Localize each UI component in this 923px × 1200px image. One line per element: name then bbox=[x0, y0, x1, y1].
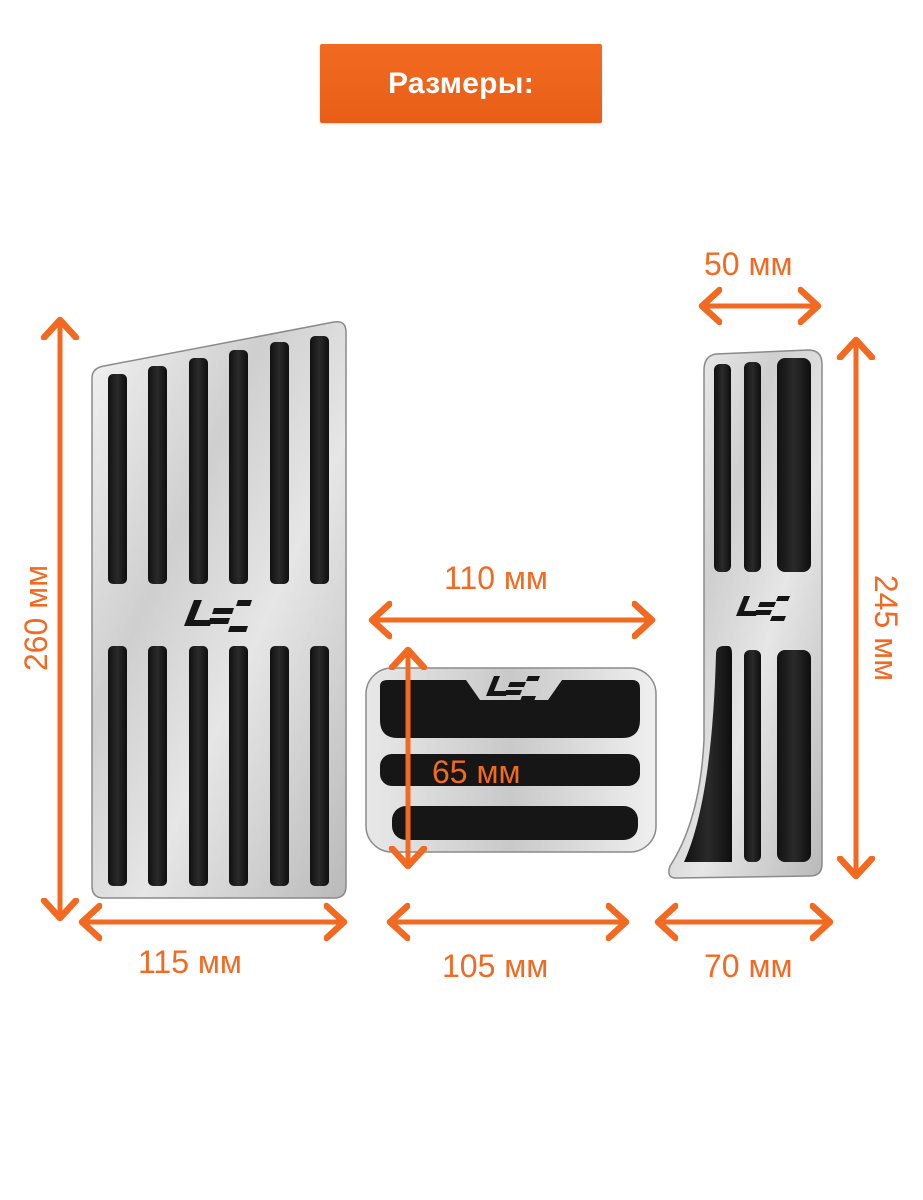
middle-pedal-top-width-label: 110 мм bbox=[444, 560, 548, 596]
title-banner: Размеры: bbox=[320, 44, 602, 123]
right-pedal-bottom-width-label: 70 мм bbox=[704, 948, 793, 984]
brand-logo-icon bbox=[486, 676, 540, 701]
left-pedal bbox=[91, 320, 347, 899]
right-pedal-top-width-label: 50 мм bbox=[704, 246, 793, 282]
middle-pedal-bottom-width-label: 105 мм bbox=[442, 948, 549, 984]
brand-logo-icon bbox=[184, 600, 252, 632]
left-pedal-height-label: 260 мм bbox=[18, 564, 54, 672]
right-pedal-height-label: 245 мм bbox=[868, 574, 904, 682]
middle-pedal-height-label: 65 мм bbox=[432, 754, 521, 790]
brand-logo-icon bbox=[736, 596, 790, 621]
left-pedal-width-label: 115 мм bbox=[138, 944, 242, 980]
title-text: Размеры: bbox=[387, 66, 535, 100]
right-pedal bbox=[668, 349, 823, 879]
middle-pedal bbox=[365, 667, 657, 853]
